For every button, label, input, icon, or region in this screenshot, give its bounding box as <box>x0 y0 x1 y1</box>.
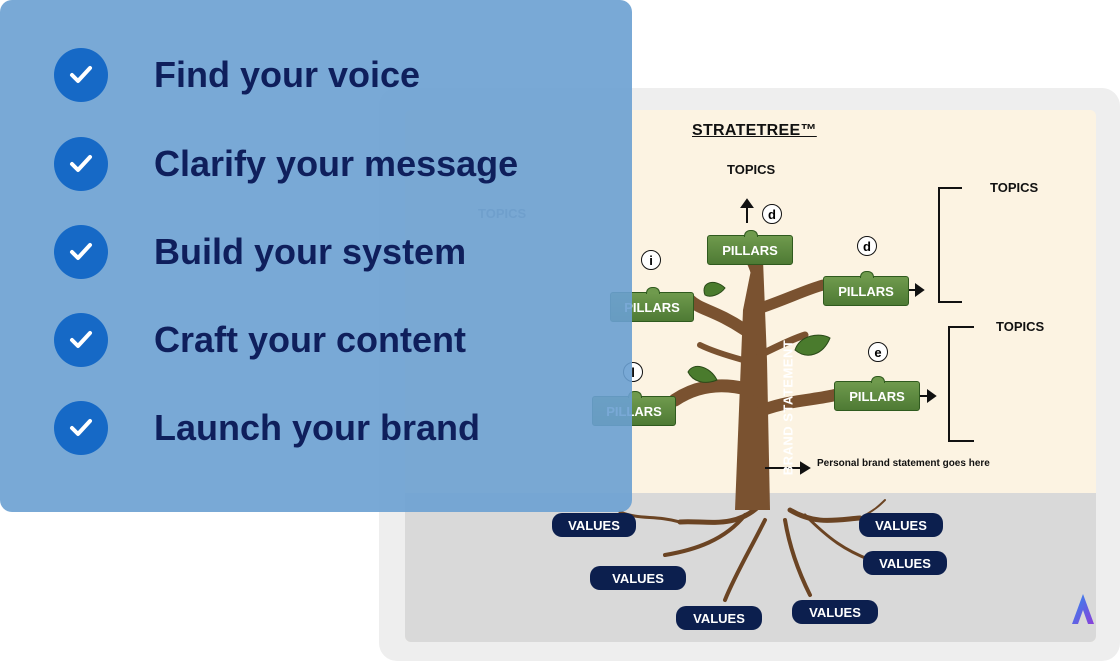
tree-drawing <box>618 255 886 602</box>
marker-d-right: d <box>857 236 877 256</box>
checkmark-icon <box>54 313 108 367</box>
benefit-item: Build your system <box>54 225 466 279</box>
pillar-right-bottom: PILLARS <box>834 376 920 411</box>
benefit-item: Clarify your message <box>54 137 518 191</box>
value-pill: VALUES <box>863 551 947 575</box>
bracket-right-bottom <box>948 326 974 442</box>
topics-label-top: TOPICS <box>727 162 776 177</box>
benefits-panel: Find your voice Clarify your message Bui… <box>0 0 632 512</box>
checkmark-icon <box>54 137 108 191</box>
value-pill: VALUES <box>859 513 943 537</box>
branch <box>668 379 757 407</box>
checkmark-icon <box>54 48 108 102</box>
branch <box>757 389 841 416</box>
branch <box>697 342 746 363</box>
bracket-right-top <box>938 187 962 303</box>
leaf <box>703 281 726 297</box>
checkmark-icon <box>54 225 108 279</box>
topics-label-right-bottom: TOPICS <box>996 319 1045 334</box>
marker-i-left: i <box>641 250 661 270</box>
value-pill: VALUES <box>792 600 878 624</box>
root <box>663 513 747 557</box>
benefit-item: Launch your brand <box>54 401 480 455</box>
root <box>677 502 763 525</box>
benefit-item: Craft your content <box>54 313 466 367</box>
topics-label-right-top: TOPICS <box>990 180 1039 195</box>
benefit-label: Clarify your message <box>154 143 519 184</box>
benefit-label: Launch your brand <box>154 407 481 448</box>
leaf <box>794 334 831 356</box>
benefit-label: Craft your content <box>154 319 467 360</box>
root <box>783 518 812 597</box>
value-pill: VALUES <box>590 566 686 590</box>
pillar-top: PILLARS <box>707 230 793 265</box>
benefit-item: Find your voice <box>54 48 420 102</box>
benefit-label: Build your system <box>154 231 467 272</box>
root <box>787 507 863 523</box>
pillar-right-top: PILLARS <box>823 271 909 306</box>
root <box>723 518 767 602</box>
leaf <box>687 365 718 383</box>
branch <box>749 279 829 316</box>
checkmark-icon <box>54 401 108 455</box>
statement-note: Personal brand statement goes here <box>817 458 990 469</box>
value-pill: VALUES <box>676 606 762 630</box>
branch <box>684 294 751 336</box>
branch <box>756 331 809 359</box>
marker-e-right: e <box>868 342 888 362</box>
diagram-title: STRATETREE™ <box>692 122 817 139</box>
marker-d-top: d <box>762 204 782 224</box>
brand-logo-icon <box>1072 594 1094 624</box>
trunk-label: BRAND STATEMENT <box>780 339 796 476</box>
benefit-label: Find your voice <box>154 54 421 95</box>
value-pill: VALUES <box>552 513 636 537</box>
